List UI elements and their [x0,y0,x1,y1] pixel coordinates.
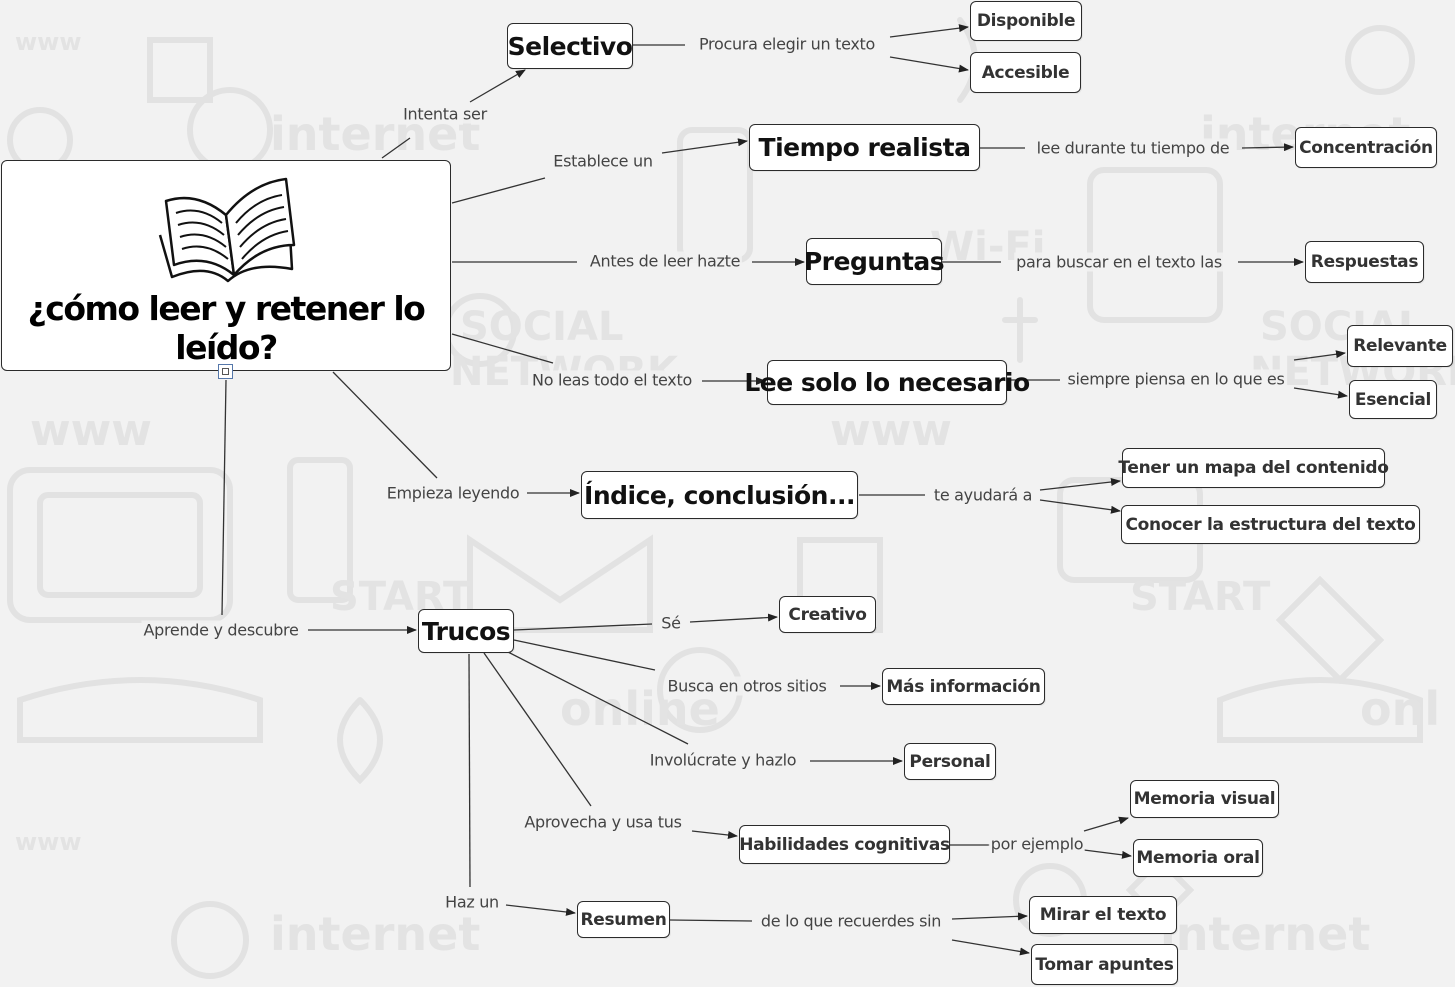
node-preguntas[interactable]: Preguntas [804,238,945,285]
node-mirar-texto[interactable]: Mirar el texto [1029,896,1177,934]
node-indice-conclusion[interactable]: Índice, conclusión... [581,471,858,519]
svg-text:onl: onl [1360,682,1440,736]
node-accesible[interactable]: Accesible [970,52,1081,93]
link-label-empieza: Empieza leyendo [384,483,522,503]
svg-text:SOCIAL: SOCIAL [460,304,624,350]
node-concentracion[interactable]: Concentración [1295,127,1437,168]
node-mapa-contenido[interactable]: Tener un mapa del contenido [1118,448,1389,488]
link-label-para-buscar: para buscar en el texto las [1014,252,1224,272]
link-label-de-lo-que: de lo que recuerdes sin [758,911,944,931]
link-label-lee-durante: lee durante tu tiempo de [1034,138,1232,158]
node-personal[interactable]: Personal [904,743,996,780]
node-habilidades-cognitivas[interactable]: Habilidades cognitivas [739,825,950,864]
node-resumen[interactable]: Resumen [577,901,670,938]
node-esencial[interactable]: Esencial [1349,380,1437,419]
node-memoria-visual[interactable]: Memoria visual [1130,780,1279,818]
link-label-busca: Busca en otros sitios [665,676,829,696]
node-lee-solo-lo-necesario[interactable]: Lee solo lo necesario [744,360,1030,405]
svg-text:START: START [1130,574,1271,620]
svg-text:internet: internet [1160,907,1370,961]
open-book-icon [158,177,296,283]
central-topic-title: ¿cómo leer y retener lo leído? [27,289,426,367]
node-respuestas[interactable]: Respuestas [1305,241,1424,283]
link-label-intenta-ser: Intenta ser [401,104,489,124]
central-topic[interactable]: ¿cómo leer y retener lo leído? [1,160,451,371]
link-label-procura: Procura elegir un texto [696,34,878,54]
node-disponible[interactable]: Disponible [970,1,1082,41]
link-label-siempre: siempre piensa en lo que es [1065,369,1287,389]
svg-text:internet: internet [270,907,480,961]
node-estructura-texto[interactable]: Conocer la estructura del texto [1121,505,1420,544]
link-label-te-ayudara: te ayudará a [931,485,1035,505]
svg-text:www: www [830,405,952,456]
link-label-haz-un: Haz un [443,892,501,912]
svg-text:www: www [15,28,82,56]
link-label-por-ejemplo: por ejemplo [988,834,1086,854]
node-trucos[interactable]: Trucos [418,609,514,653]
node-memoria-oral[interactable]: Memoria oral [1133,839,1263,877]
node-relevante[interactable]: Relevante [1347,325,1453,367]
node-creativo[interactable]: Creativo [779,596,876,633]
link-label-aprende: Aprende y descubre [141,620,301,640]
svg-text:www: www [15,828,82,856]
node-tomar-apuntes[interactable]: Tomar apuntes [1031,944,1178,985]
link-label-antes: Antes de leer hazte [587,251,743,271]
note-icon[interactable] [218,364,233,379]
link-label-establece: Establece un [551,151,655,171]
link-label-se: Sé [659,613,683,633]
link-label-aprovecha: Aprovecha y usa tus [522,812,684,832]
node-mas-informacion[interactable]: Más información [882,668,1045,705]
node-tiempo-realista[interactable]: Tiempo realista [749,124,980,171]
link-label-no-leas: No leas todo el texto [530,370,694,390]
link-label-involucrate: Involúcrate y hazlo [647,750,799,770]
node-selectivo[interactable]: Selectivo [507,23,633,69]
svg-text:www: www [30,405,152,456]
